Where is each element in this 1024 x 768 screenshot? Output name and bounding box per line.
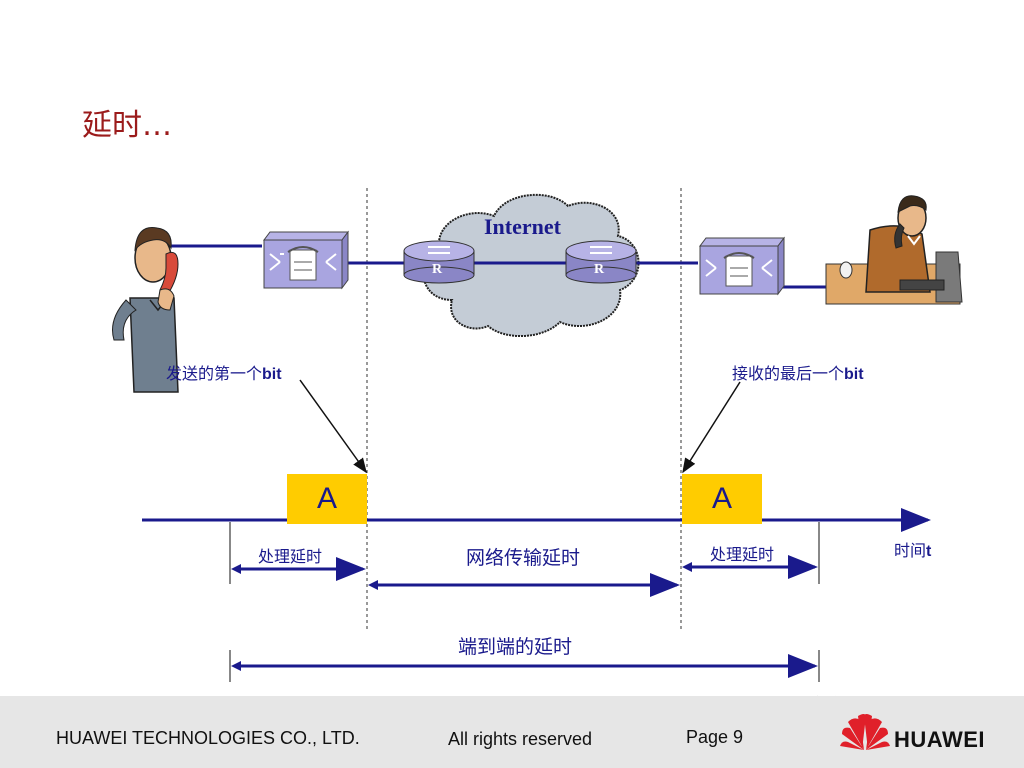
last-bit-pointer-arrow xyxy=(682,381,741,474)
processing-delay-right-label: 处理延时 xyxy=(710,545,775,564)
telephone-switch-left-icon xyxy=(263,230,349,290)
footer-company: HUAWEI TECHNOLOGIES CO., LTD. xyxy=(56,728,360,748)
huawei-brand-text: HUAWEI xyxy=(894,727,985,752)
internet-label: Internet xyxy=(484,214,561,239)
receiver-person-at-desk-icon xyxy=(825,195,963,305)
telephone-switch-right-icon xyxy=(699,236,785,296)
router-left-label: R xyxy=(432,262,443,277)
last-bit-label: 接收的最后一个bit xyxy=(732,364,864,383)
slide-title: 延时… xyxy=(82,108,172,143)
network-delay-label: 网络传输延时 xyxy=(466,547,581,569)
processing-delay-left-label: 处理延时 xyxy=(258,547,323,566)
end-to-end-delay-label: 端到端的延时 xyxy=(458,636,573,658)
footer-rights: All rights reserved xyxy=(448,729,593,749)
time-axis-label: 时间t xyxy=(894,541,932,560)
internet-cloud-icon xyxy=(422,193,640,337)
packet-left: A xyxy=(287,474,367,524)
router-right-label: R xyxy=(594,262,605,277)
footer-page-number: Page 9 xyxy=(686,727,744,747)
packet-right: A xyxy=(682,474,762,524)
router-left-icon xyxy=(403,240,475,284)
caller-person-icon xyxy=(112,226,179,393)
first-bit-label: 发送的第一个bit xyxy=(166,364,282,383)
first-bit-pointer-arrow xyxy=(299,379,367,474)
router-right-icon xyxy=(565,240,637,284)
